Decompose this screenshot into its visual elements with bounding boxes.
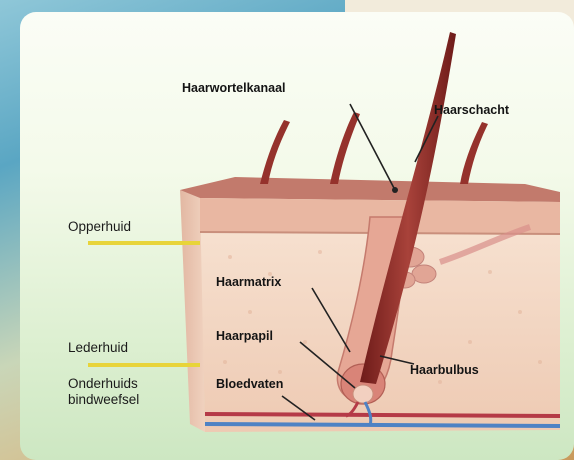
artery	[205, 414, 560, 416]
label-haarwortelkanaal: Haarwortelkanaal	[182, 80, 286, 96]
label-onderhuids-bindweefsel: Onderhuids bindweefsel	[68, 376, 139, 408]
label-bloedvaten: Bloedvaten	[216, 376, 283, 392]
vein	[205, 424, 560, 426]
label-haarschacht: Haarschacht	[434, 102, 509, 118]
haarwortelkanaal-leader	[350, 104, 395, 190]
label-haarmatrix: Haarmatrix	[216, 274, 281, 290]
label-lederhuid: Lederhuid	[68, 340, 128, 356]
label-haarpapil: Haarpapil	[216, 328, 273, 344]
skin-surface	[180, 177, 560, 202]
diagram-card: Haarwortelkanaal Haarschacht Opperhuid H…	[20, 12, 574, 460]
label-haarbulbus: Haarbulbus	[410, 362, 479, 378]
label-opperhuid: Opperhuid	[68, 219, 131, 235]
hair-papilla	[353, 385, 373, 403]
hair-middle	[330, 112, 360, 184]
hair-left	[260, 120, 290, 184]
hair-right	[460, 122, 488, 184]
